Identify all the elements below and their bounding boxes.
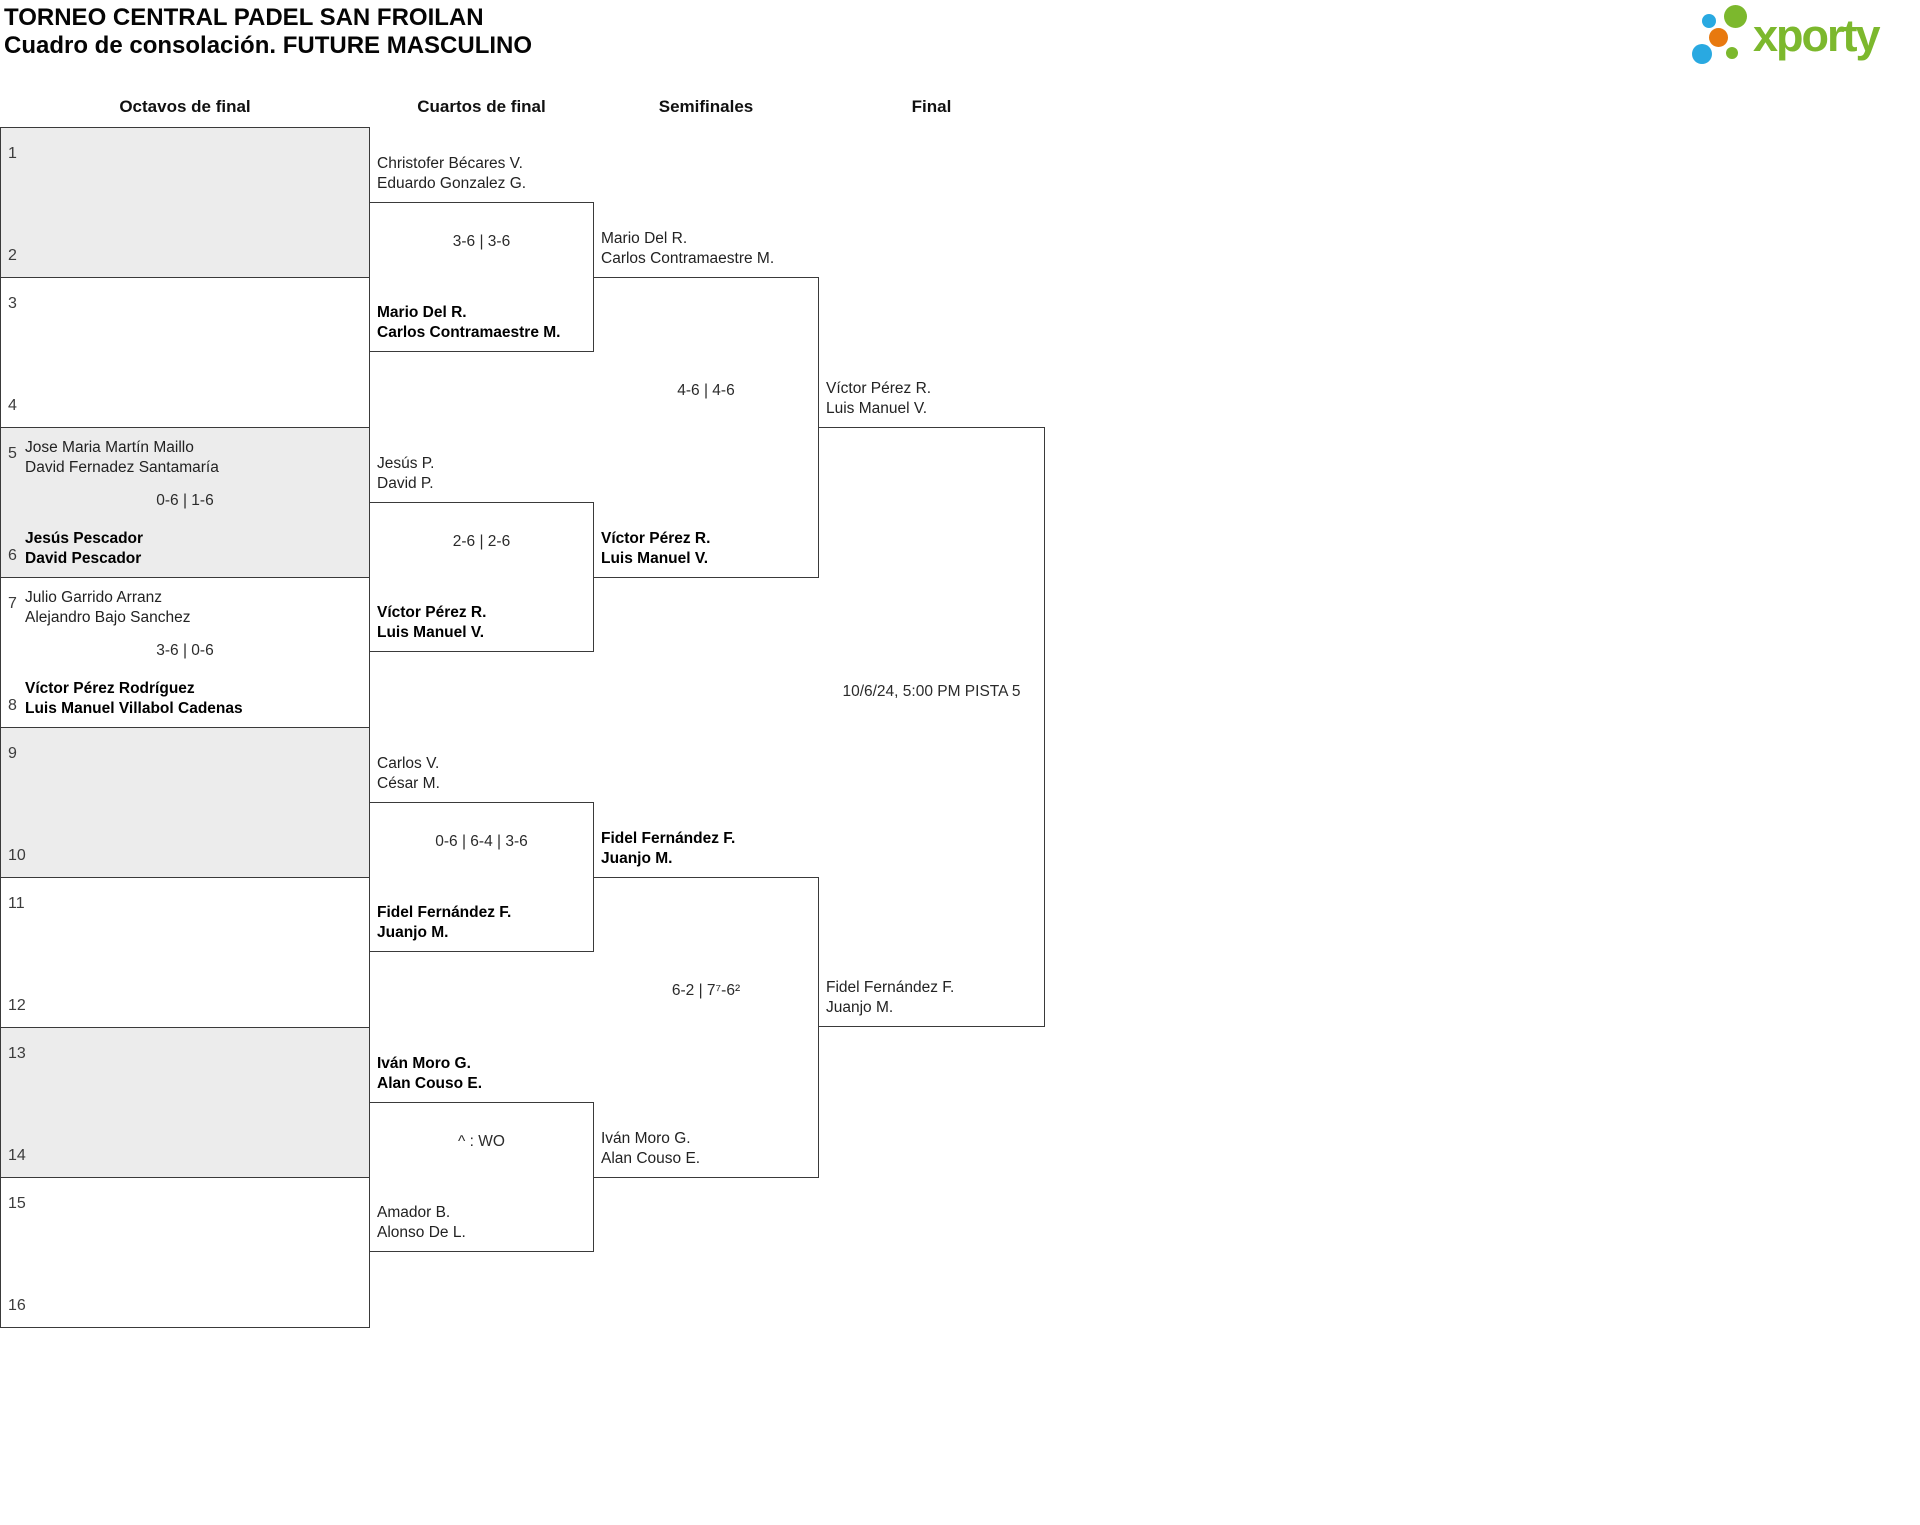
slot-number-3: 3 <box>8 295 17 312</box>
round-header-cuartos: Cuartos de final <box>417 97 546 116</box>
cuartos-match-1-score: 3-6 | 3-6 <box>452 233 511 250</box>
slot-number-16: 16 <box>8 1297 26 1314</box>
semifinal-match-2-bottom-team: Iván Moro G.Alan Couso E. <box>601 1130 701 1167</box>
cuartos-match-1-top-team: Christofer Bécares V.Eduardo Gonzalez G. <box>377 155 527 192</box>
slot-number-15: 15 <box>8 1195 26 1212</box>
slot-number-2: 2 <box>8 247 17 264</box>
xporty-logo[interactable]: xporty <box>1690 0 1920 72</box>
logo-dot-green-small-icon <box>1726 47 1738 59</box>
slot-number-12: 12 <box>8 997 26 1014</box>
octavos-box-5 <box>0 727 370 878</box>
octavos-box-7 <box>0 1027 370 1178</box>
cuartos-match-4-top-team: Iván Moro G.Alan Couso E. <box>377 1055 483 1092</box>
cuartos-match-2-top-team: Jesús P.David P. <box>377 455 435 492</box>
cuartos-match-2-bottom-team: Víctor Pérez R.Luis Manuel V. <box>377 604 487 641</box>
slot-number-1: 1 <box>8 145 17 162</box>
octavos-box-3 <box>0 427 370 578</box>
round-header-semifinales: Semifinales <box>658 97 754 116</box>
cuartos-match-1-bottom-team: Mario Del R.Carlos Contramaestre M. <box>377 304 561 341</box>
slot-number-11: 11 <box>8 895 25 912</box>
slot-number-13: 13 <box>8 1045 26 1062</box>
logo-dot-blue-large-icon <box>1692 44 1712 64</box>
logo-dot-blue-small-icon <box>1702 14 1716 28</box>
octavos-box-1 <box>0 127 370 278</box>
cuartos-match-3-bottom-team: Fidel Fernández F.Juanjo M. <box>377 904 512 941</box>
semifinal-match-1-bottom-team: Víctor Pérez R.Luis Manuel V. <box>601 530 711 567</box>
logo-wordmark: xporty <box>1753 10 1881 61</box>
cuartos-match-3-top-team: Carlos V.César M. <box>377 755 440 792</box>
octavos-box-8 <box>0 1177 370 1328</box>
round-header-octavos: Octavos de final <box>119 97 251 116</box>
logo-dot-green-large-icon <box>1724 5 1747 28</box>
final-schedule: 10/6/24, 5:00 PM PISTA 5 <box>842 683 1021 700</box>
slot-number-10: 10 <box>8 847 26 864</box>
octavos-box-4 <box>0 577 370 728</box>
octavos-box-6 <box>0 877 370 1028</box>
final-match-box <box>818 427 1045 1027</box>
semifinal-match-2-box <box>593 877 819 1178</box>
final-top-team: Víctor Pérez R.Luis Manuel V. <box>826 380 932 417</box>
semifinal-match-1-top-team: Mario Del R.Carlos Contramaestre M. <box>601 230 775 267</box>
slot-number-14: 14 <box>8 1147 26 1164</box>
octavos-box-2 <box>0 277 370 428</box>
slot-number-4: 4 <box>8 397 17 414</box>
slot-number-5: 5 <box>8 445 17 462</box>
bracket-subtitle: Cuadro de consolación. FUTURE MASCULINO <box>4 32 533 59</box>
cuartos-match-2-score: 2-6 | 2-6 <box>452 533 511 550</box>
slot-number-6: 6 <box>8 547 17 564</box>
semifinal-match-2-score: 6-2 | 7⁷-6² <box>671 982 741 999</box>
final-bottom-team: Fidel Fernández F.Juanjo M. <box>826 979 955 1016</box>
tournament-title: TORNEO CENTRAL PADEL SAN FROILAN <box>4 4 484 31</box>
cuartos-match-4-bottom-team: Amador B.Alonso De L. <box>377 1204 466 1241</box>
semifinal-match-2-top-team: Fidel Fernández F.Juanjo M. <box>601 830 736 867</box>
slot-number-9: 9 <box>8 745 17 762</box>
slot-number-7: 7 <box>8 595 17 612</box>
octavos-match-5-6-score: 0-6 | 1-6 <box>156 492 214 509</box>
semifinal-match-1-score: 4-6 | 4-6 <box>677 382 735 399</box>
cuartos-match-3-score: 0-6 | 6-4 | 3-6 <box>435 833 528 850</box>
cuartos-match-4-score: ^ : WO <box>458 1133 505 1150</box>
slot-number-8: 8 <box>8 697 17 714</box>
logo-dot-orange-icon <box>1709 28 1728 47</box>
round-header-final: Final <box>911 97 952 116</box>
octavos-match-7-8-score: 3-6 | 0-6 <box>156 642 214 659</box>
